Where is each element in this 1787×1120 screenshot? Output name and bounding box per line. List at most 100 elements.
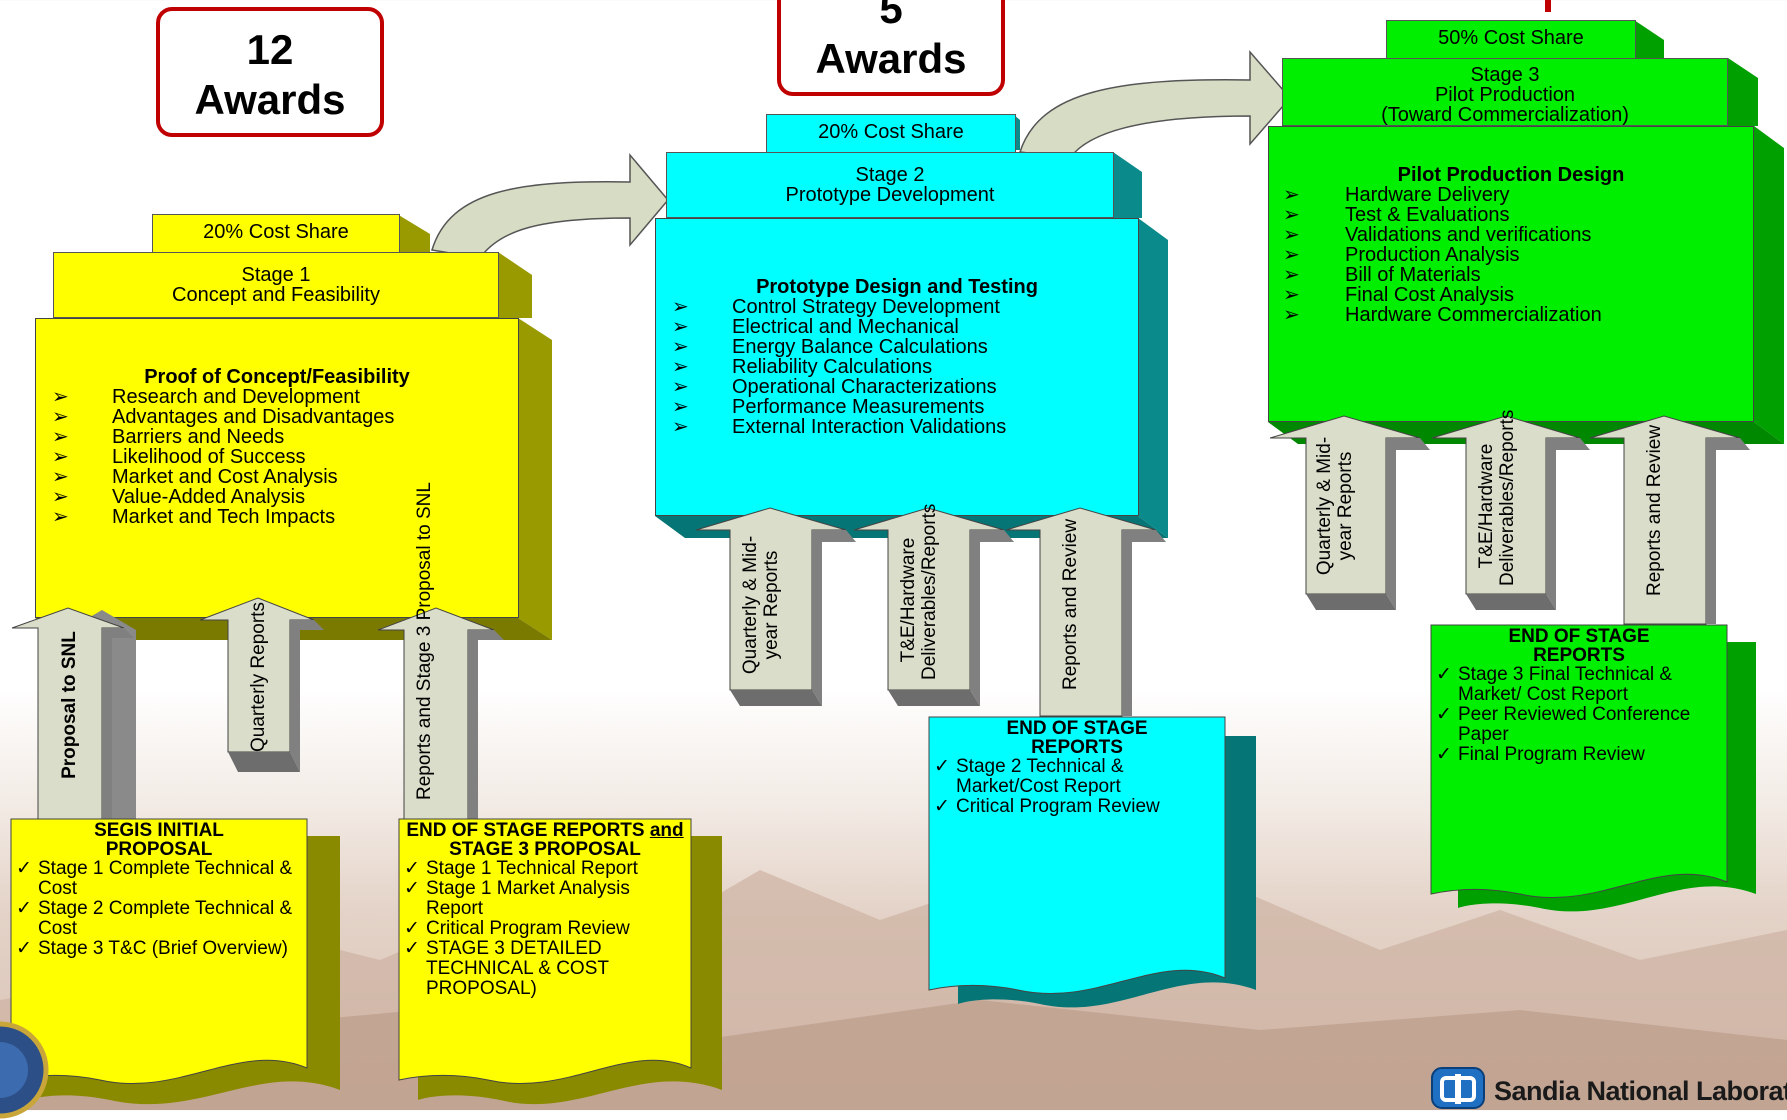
panel-list-item-text: Control Strategy Development — [732, 296, 1000, 318]
curved-arrow-stage2-to-stage3 — [1019, 49, 1291, 159]
doc-list-item: ✓Stage 1 Market Analysis Report — [398, 879, 692, 919]
stage3-item-list: ➢Hardware Delivery➢Test & Evaluations➢Va… — [1269, 185, 1753, 325]
panel-list-item-text: Barriers and Needs — [112, 426, 285, 448]
check-icon: ✓ — [934, 756, 950, 777]
panel-list-item-text: Likelihood of Success — [112, 446, 306, 468]
check-icon: ✓ — [404, 878, 420, 899]
sandia-logo-text: Sandia National Laboratories — [1494, 1076, 1787, 1106]
arrow-bullet-icon: ➢ — [52, 466, 69, 488]
check-icon: ✓ — [404, 858, 420, 879]
stage2-panel-title: Prototype Design and Testing — [756, 276, 1038, 298]
arrow-bullet-icon: ➢ — [1283, 224, 1300, 246]
check-icon: ✓ — [404, 918, 420, 939]
awards-box-stage2: 5 Awards — [777, 0, 1005, 96]
panel-list-item-text: Operational Characterizations — [732, 376, 997, 398]
panel-list-item: ➢ Advantages and Disadvantages — [36, 407, 518, 427]
doc-list-item: ✓Critical Program Review — [928, 797, 1226, 817]
red-marker — [1545, 0, 1551, 12]
arrow-bullet-icon: ➢ — [52, 446, 69, 468]
panel-list-item-text: Reliability Calculations — [732, 356, 933, 378]
panel-list-item: ➢ Research and Development — [36, 387, 518, 407]
doc-stage1-end-title: END OF STAGE REPORTS and STAGE 3 PROPOSA… — [398, 821, 692, 859]
doc-list-item-text: Stage 2 Technical & Market/Cost Report — [956, 756, 1124, 797]
panel-list-item: ➢ Test & Evaluations — [1269, 205, 1753, 225]
panel-list-item-text: Research and Development — [112, 386, 360, 408]
arrow-bullet-icon: ➢ — [1283, 244, 1300, 266]
stage2-panel: Prototype Design and Testing ➢ Control St… — [655, 218, 1139, 516]
panel-list-item-text: Test & Evaluations — [1345, 204, 1510, 226]
stage1-subtitle: Concept and Feasibility — [172, 284, 380, 306]
stage3-name: Stage 3 — [1470, 64, 1540, 86]
doc-list-item: ✓Stage 1 Complete Technical & Cost — [10, 859, 308, 899]
doc-list-item: ✓STAGE 3 DETAILED TECHNICAL & COST PROPO… — [398, 939, 692, 999]
sandia-thunderbird-icon — [1431, 1067, 1485, 1109]
stage1-cost-share: 20% Cost Share — [152, 214, 400, 254]
doe-seal-logo — [0, 1021, 49, 1119]
panel-list-item: ➢Energy Balance Calculations — [656, 337, 1138, 357]
doc-list-item: ✓Final Program Review — [1430, 745, 1728, 765]
doc-stage1-end-title-b: STAGE 3 PROPOSAL — [449, 839, 641, 860]
up-arrow-s3-quarterly — [1269, 415, 1430, 610]
doc-list-item: ✓Stage 3 T&C (Brief Overview) — [10, 939, 308, 959]
arrow-bullet-icon: ➢ — [52, 386, 69, 408]
up-arrow-s3-reports-review — [1589, 415, 1750, 625]
doc-shape — [398, 818, 692, 1085]
doc-list-item-text: Stage 1 Technical Report — [426, 858, 638, 879]
stage3-cost-share: 50% Cost Share — [1386, 20, 1636, 60]
check-icon: ✓ — [16, 898, 32, 919]
up-arrow-reports-stage3 — [377, 607, 504, 821]
arrow-bullet-icon: ➢ — [1283, 264, 1300, 286]
awards-count: 5 — [879, 0, 903, 32]
stage3-subtitle: Pilot Production — [1434, 84, 1576, 106]
doc-list-item-text: STAGE 3 DETAILED TECHNICAL & COST PROPOS… — [426, 938, 609, 999]
doc-stage3-end-list: ✓Stage 3 Final Technical & Market/ Cost … — [1430, 665, 1728, 765]
panel-list-item-text: Advantages and Disadvantages — [112, 406, 395, 428]
doc-list-item: ✓ Stage 1 Technical Report — [398, 859, 692, 879]
panel-list-item: ➢Operational Characterizations — [656, 377, 1138, 397]
doc-stage2-end-reports: END OF STAGE REPORTS ✓ Stage 2 Technical … — [928, 716, 1226, 998]
panel-list-item-text: Hardware Delivery — [1345, 184, 1510, 206]
panel-list-item: ➢ Likelihood of Success — [36, 447, 518, 467]
awards-box-stage1: 12 Awards — [156, 7, 384, 137]
stage2-item-list: ➢Control Strategy Development➢Electrical… — [656, 297, 1138, 437]
sandia-logo: Sandia National Laboratories — [1430, 1066, 1787, 1115]
arrow-bullet-icon: ➢ — [1283, 204, 1300, 226]
arrow-bullet-icon: ➢ — [52, 506, 69, 528]
curved-arrow-stage1-to-stage2 — [431, 152, 669, 259]
check-icon: ✓ — [16, 938, 32, 959]
stage1-name: Stage 1 — [241, 264, 311, 286]
doc-list-item: ✓ Stage 2 Complete Technical & Cost — [10, 899, 308, 939]
arrow-bullet-icon: ➢ — [672, 296, 689, 318]
up-arrow-s3-te-hardware — [1431, 415, 1590, 610]
panel-list-item: ➢Barriers and Needs — [36, 427, 518, 447]
doc-segis-list: ✓Stage 1 Complete Technical & Cost✓Stage… — [10, 859, 308, 959]
doc-list-item-text: Stage 2 Complete Technical & Cost — [38, 898, 293, 939]
panel-list-item: ➢ Control Strategy Development — [656, 297, 1138, 317]
doc-stage1-end-title-and: and — [649, 820, 684, 841]
doc-stage2-end-title: END OF STAGE REPORTS — [1006, 718, 1148, 758]
panel-list-item: ➢Performance Measurements — [656, 397, 1138, 417]
arrow-bullet-icon: ➢ — [1283, 184, 1300, 206]
arrow-bullet-icon: ➢ — [52, 406, 69, 428]
panel-list-item-text: Production Analysis — [1345, 244, 1520, 266]
arrow-bullet-icon: ➢ — [672, 396, 689, 418]
up-arrow-reports-review — [1005, 507, 1166, 717]
awards-label: Awards — [194, 76, 346, 123]
check-icon: ✓ — [16, 858, 32, 879]
stage1-panel-title: Proof of Concept/Feasibility — [144, 366, 410, 388]
panel-list-item: ➢Market and Cost Analysis — [36, 467, 518, 487]
panel-list-item-text: External Interaction Validations — [732, 416, 1007, 438]
stage2-name: Stage 2 — [855, 164, 925, 186]
stage1-panel: Proof of Concept/Feasibility ➢ Research a… — [35, 318, 519, 618]
arrow-bullet-icon: ➢ — [52, 486, 69, 508]
panel-list-item: ➢ Hardware Delivery — [1269, 185, 1753, 205]
stage2-header: Stage 2 Prototype Development — [666, 152, 1114, 218]
stage1-header: Stage 1 Concept and Feasibility — [53, 252, 499, 318]
doc-list-item-text: Peer Reviewed Conference Paper — [1458, 704, 1691, 745]
doc-list-item-text: Final Program Review — [1458, 744, 1645, 765]
doc-segis-title: SEGIS INITIAL PROPOSAL — [94, 820, 224, 860]
panel-list-item: ➢External Interaction Validations — [656, 417, 1138, 437]
up-arrow-proposal — [11, 607, 136, 821]
